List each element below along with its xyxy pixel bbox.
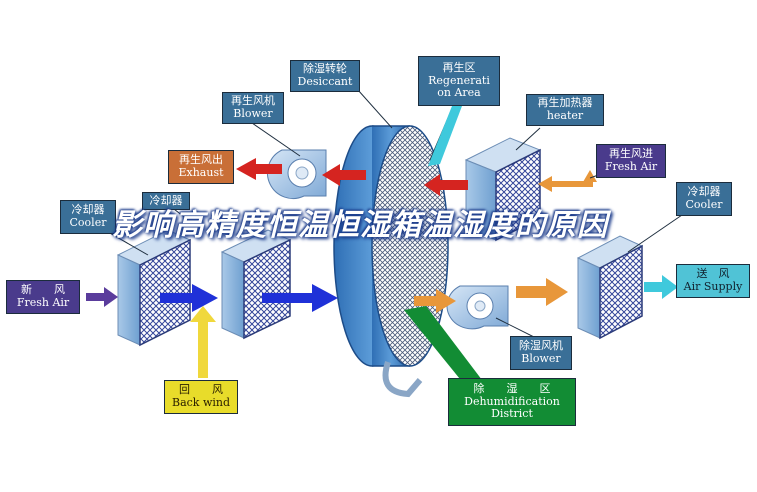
- arrow-fresh-air-in: [86, 287, 118, 307]
- arrow-regen-in: [538, 170, 597, 192]
- label-regen-exhaust-en: Exhaust: [178, 166, 224, 179]
- label-desiccant: 除湿转轮 Desiccant: [290, 60, 360, 92]
- label-regen-heater-en: heater: [546, 109, 584, 122]
- label-regen-blower: 再生风机 Blower: [222, 92, 284, 124]
- dehum-blower-unit: [446, 285, 509, 330]
- cooler-right-coil: [576, 235, 644, 340]
- label-back-wind: 回 风 Back wind: [164, 380, 238, 414]
- desiccant-wheel: [333, 125, 449, 398]
- arrow-process-1: [160, 284, 218, 312]
- label-dehum-blower-en: Blower: [521, 352, 561, 365]
- label-back-wind-cn: 回 风: [179, 383, 223, 397]
- cooler-left-coil: [139, 238, 191, 347]
- dehum-region-pointer: [404, 306, 482, 384]
- label-dehum-district-en1: Dehumidification: [464, 394, 560, 408]
- label-dehum-district: 除 湿 区 Dehumidification District: [448, 378, 576, 426]
- housing-main: [116, 229, 192, 346]
- label-cooler-right-cn: 冷却器: [687, 185, 721, 199]
- regen-blower-unit: [267, 149, 327, 199]
- overlay-title: 影响高精度恒温恒湿箱温湿度的原因: [112, 208, 608, 243]
- label-regen-exhaust: 再生风出 Exhaust: [168, 150, 234, 184]
- label-cooler-mid: 冷却器: [142, 192, 190, 210]
- arrow-wheel-to-dehum-blower: [414, 289, 456, 313]
- label-cooler-left-cn: 冷却器: [71, 203, 105, 217]
- cooler-mid-coil: [220, 229, 292, 340]
- label-cooler-right: 冷却器 Cooler: [676, 182, 732, 216]
- label-regeneration-cn: 再生区: [442, 61, 476, 75]
- regen-region-pointer: [428, 106, 462, 166]
- label-air-supply-en: Air Supply: [683, 280, 743, 293]
- label-regen-fresh-air-en: Fresh Air: [604, 160, 658, 173]
- label-air-supply: 送 风 Air Supply: [676, 264, 750, 298]
- label-regen-fresh-air: 再生风进 Fresh Air: [596, 144, 666, 178]
- label-regen-blower-cn: 再生风机: [231, 94, 275, 108]
- label-fresh-air: 新 风 Fresh Air: [6, 280, 80, 314]
- label-dehum-district-cn: 除 湿 区: [473, 382, 551, 396]
- label-back-wind-en: Back wind: [171, 396, 231, 409]
- label-regeneration-en1: Regenerati: [428, 73, 490, 87]
- arrow-back-wind: [190, 306, 216, 378]
- label-cooler-right-en: Cooler: [685, 198, 723, 211]
- label-dehum-blower: 除湿风机 Blower: [510, 336, 572, 370]
- label-regen-fresh-air-cn: 再生风进: [609, 147, 653, 161]
- regen-heater-coil: [464, 137, 542, 242]
- label-desiccant-cn: 除湿转轮: [303, 62, 347, 76]
- label-desiccant-en: Desiccant: [297, 75, 353, 88]
- arrow-wheel-to-blower: [322, 164, 366, 186]
- label-regen-heater: 再生加热器 heater: [526, 94, 604, 126]
- arrow-exhaust: [236, 158, 282, 180]
- label-fresh-air-cn: 新 风: [21, 283, 65, 297]
- arrow-process-2: [262, 284, 338, 312]
- arrow-supply-out: [644, 275, 678, 299]
- label-dehum-district-en2: District: [491, 407, 533, 421]
- label-cooler-left-en: Cooler: [69, 216, 107, 229]
- label-regen-exhaust-cn: 再生风出: [179, 153, 223, 167]
- arrow-dehum-to-cooler: [516, 278, 568, 306]
- label-regen-heater-cn: 再生加热器: [537, 96, 593, 110]
- label-fresh-air-en: Fresh Air: [16, 296, 70, 309]
- label-air-supply-cn: 送 风: [696, 267, 730, 281]
- label-regen-blower-en: Blower: [233, 107, 273, 120]
- arrow-heater-to-wheel: [424, 174, 468, 196]
- label-cooler-mid-cn: 冷却器: [149, 193, 183, 207]
- label-regeneration-area: 再生区 Regenerati on Area: [418, 56, 500, 106]
- label-dehum-blower-cn: 除湿风机: [519, 339, 563, 353]
- label-cooler-left: 冷却器 Cooler: [60, 200, 116, 234]
- label-regeneration-en2: on Area: [437, 86, 481, 100]
